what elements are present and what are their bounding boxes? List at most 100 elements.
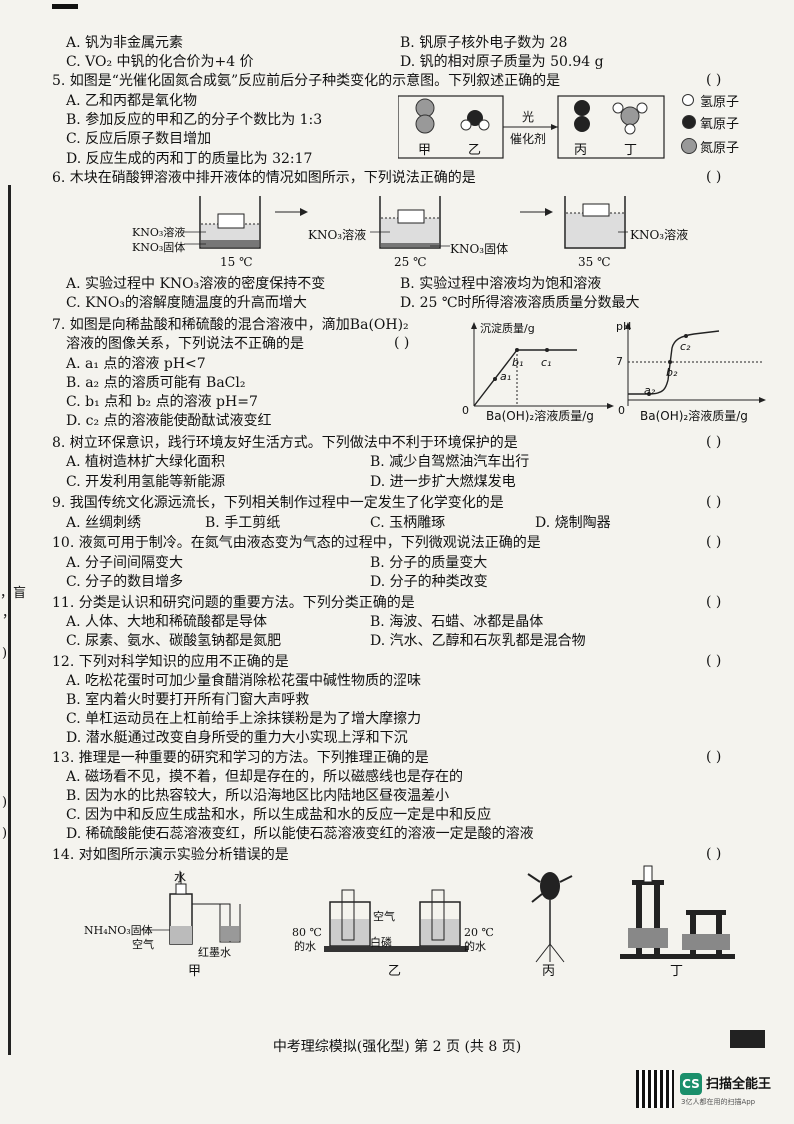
fig-label: NH₄NO₃固体 [84, 924, 153, 937]
q5-option-c: C. 反应后原子数目增加 [66, 131, 212, 147]
temp-label: 35 ℃ [578, 255, 611, 269]
answer-paren: ( ) [394, 335, 410, 351]
label-catalyst: 催化剂 [510, 132, 547, 146]
q6-option-d: D. 25 ℃时所得溶液溶质质量分数最大 [400, 295, 640, 311]
origin-label: 0 [618, 404, 625, 417]
answer-paren: ( ) [706, 72, 722, 88]
q12-option-c: C. 单杠运动员在上杠前给手上涂抹镁粉是为了增大摩擦力 [66, 711, 422, 727]
q7-option-b: B. a₂ 点的溶质可能有 BaCl₂ [66, 375, 246, 391]
q9-option-a: A. 丝绸刺绣 [66, 515, 142, 531]
q13-option-a: A. 磁场看不见，摸不着，但却是存在的，所以磁感线也是存在的 [66, 769, 464, 785]
q12-stem: 12. 下列对科学知识的应用不正确的是 [52, 654, 289, 670]
fig-caption: 乙 [388, 964, 402, 979]
q14-stem: 14. 对如图所示演示实验分析错误的是 [52, 847, 289, 863]
page-footer: 中考理综模拟(强化型) 第 2 页 (共 8 页) [272, 1039, 522, 1055]
q10-option-a: A. 分子间间隔变大 [66, 555, 184, 571]
q5-option-b: B. 参加反应的甲和乙的分子个数比为 1:3 [66, 112, 323, 128]
q6-option-a: A. 实验过程中 KNO₃溶液的密度保持不变 [66, 276, 326, 292]
seven-label: 7 [616, 355, 623, 368]
binding-line [8, 185, 11, 1055]
hydrogen-legend-icon [682, 94, 694, 106]
q9-stem: 9. 我国传统文化源远流长，下列相关制作过程中一定发生了化学变化的是 [52, 495, 504, 511]
q7-option-a: A. a₁ 点的溶液 pH<7 [66, 356, 206, 372]
fig-label: 80 ℃ [292, 926, 322, 939]
fig-label: KNO₃溶液 [630, 228, 689, 242]
fig-label: 空气 [132, 938, 154, 951]
q12-option-b: B. 室内着火时要打开所有门窗大声呼救 [66, 692, 310, 708]
q11-option-b: B. 海波、石蜡、冰都是晶体 [370, 614, 544, 630]
answer-paren: ( ) [706, 434, 722, 450]
q4-option-d: D. 钒的相对原子质量为 50.94 g [400, 54, 604, 70]
fig-label: 水 [174, 870, 187, 884]
label-jia: 甲 [418, 143, 432, 158]
label-yi: 乙 [468, 143, 482, 158]
margin-text: ) [2, 646, 8, 661]
q5-option-a: A. 乙和丙都是氧化物 [66, 93, 198, 109]
temp-label: 15 ℃ [220, 255, 253, 269]
scanner-tagline: 3亿人都在用的扫描App [681, 1098, 756, 1106]
fig-caption: 丙 [542, 964, 556, 979]
margin-text: ，盲 [0, 586, 27, 601]
q4-option-b: B. 钒原子核外电子数为 28 [400, 35, 568, 51]
q7-stem-2: 溶液的图像关系，下列说法不正确的是 [66, 336, 304, 352]
q10-option-c: C. 分子的数目增多 [66, 574, 184, 590]
x-axis-label: Ba(OH)₂溶液质量/g [640, 409, 748, 423]
fig-label: KNO₃溶液 [132, 226, 186, 239]
fig-caption: 甲 [188, 964, 202, 979]
label-ding: 丁 [624, 143, 638, 158]
q6-option-c: C. KNO₃的溶解度随温度的升高而增大 [66, 295, 307, 311]
scanner-logo-icon: CS [680, 1073, 702, 1095]
answer-paren: ( ) [706, 169, 722, 185]
q4-option-c: C. VO₂ 中钒的化合价为+4 价 [66, 54, 254, 70]
legend-nitrogen: 氮原子 [700, 141, 740, 156]
q7-precipitate-chart: 沉淀质量/g 0 a₁ b₁ c₁ [462, 318, 622, 423]
q11-stem: 11. 分类是认识和研究问题的重要方法。下列分类正确的是 [52, 595, 415, 611]
q10-option-d: D. 分子的种类改变 [370, 574, 488, 590]
point-label: b₂ [666, 366, 678, 379]
q12-option-a: A. 吃松花蛋时可加少量食醋消除松花蛋中碱性物质的涩味 [66, 673, 422, 689]
q13-option-b: B. 因为水的比热容较大，所以沿海地区比内陆地区昼夜温差小 [66, 788, 450, 804]
q7-option-c: C. b₁ 点和 b₂ 点的溶液 pH=7 [66, 394, 258, 410]
q5-stem: 5. 如图是“光催化固氮合成氨”反应前后分子种类变化的示意图。下列叙述正确的是 [52, 73, 561, 89]
temp-label: 25 ℃ [394, 255, 427, 269]
q13-option-d: D. 稀硫酸能使石蕊溶液变红，所以能使石蕊溶液变红的溶液一定是酸的溶液 [66, 826, 534, 842]
q7-option-d: D. c₂ 点的溶液能使酚酞试液变红 [66, 413, 272, 429]
q11-option-d: D. 汽水、乙醇和石灰乳都是混合物 [370, 633, 586, 649]
q7-ph-chart: pH 7 0 a₂ b₂ c₂ [614, 318, 774, 423]
legend-oxygen: 氧原子 [700, 117, 740, 132]
margin-text: ) [2, 795, 8, 810]
fig-label: 20 ℃ [464, 926, 494, 939]
q13-stem: 13. 推理是一种重要的研究和学习的方法。下列推理正确的是 [52, 750, 429, 766]
qr-code-icon [636, 1070, 674, 1108]
corner-block [730, 1030, 765, 1048]
fig-label: KNO₃固体 [132, 241, 186, 254]
point-label: a₁ [500, 370, 512, 383]
origin-label: 0 [462, 404, 469, 417]
q6-stem: 6. 木块在硝酸钾溶液中排开液体的情况如图所示，下列说法正确的是 [52, 170, 476, 186]
answer-paren: ( ) [706, 534, 722, 550]
fig-label: KNO₃溶液 [308, 228, 367, 242]
point-label: c₂ [680, 340, 691, 353]
legend-hydrogen: 氢原子 [700, 95, 740, 110]
answer-paren: ( ) [706, 494, 722, 510]
fig-label: 红墨水 [198, 946, 231, 959]
q9-option-b: B. 手工剪纸 [205, 515, 281, 531]
q10-option-b: B. 分子的质量变大 [370, 555, 488, 571]
y-axis-label: pH [616, 320, 632, 333]
q11-option-a: A. 人体、大地和稀硫酸都是导体 [66, 614, 268, 630]
x-axis-label: Ba(OH)₂溶液质量/g [486, 409, 594, 423]
label-light: 光 [522, 110, 535, 124]
answer-paren: ( ) [706, 846, 722, 862]
q11-option-c: C. 尿素、氨水、碳酸氢钠都是氮肥 [66, 633, 282, 649]
q8-option-b: B. 减少自驾燃油汽车出行 [370, 454, 530, 470]
fig-label: 空气 [373, 910, 395, 923]
point-label: b₁ [512, 356, 524, 369]
point-label: c₁ [541, 356, 552, 369]
q8-option-c: C. 开发利用氢能等新能源 [66, 474, 226, 490]
fig-label: KNO₃固体 [450, 242, 509, 256]
q14-experiment-figure: 水 NH₄NO₃固体 空气 红墨水 甲 空气 80 ℃ 的水 白磷 20 ℃ 的… [80, 864, 740, 979]
answer-paren: ( ) [706, 653, 722, 669]
q13-option-c: C. 因为中和反应生成盐和水，所以生成盐和水的反应一定是中和反应 [66, 807, 492, 823]
q5-option-d: D. 反应生成的丙和丁的质量比为 32:17 [66, 151, 313, 167]
oxygen-legend-icon [682, 115, 696, 129]
